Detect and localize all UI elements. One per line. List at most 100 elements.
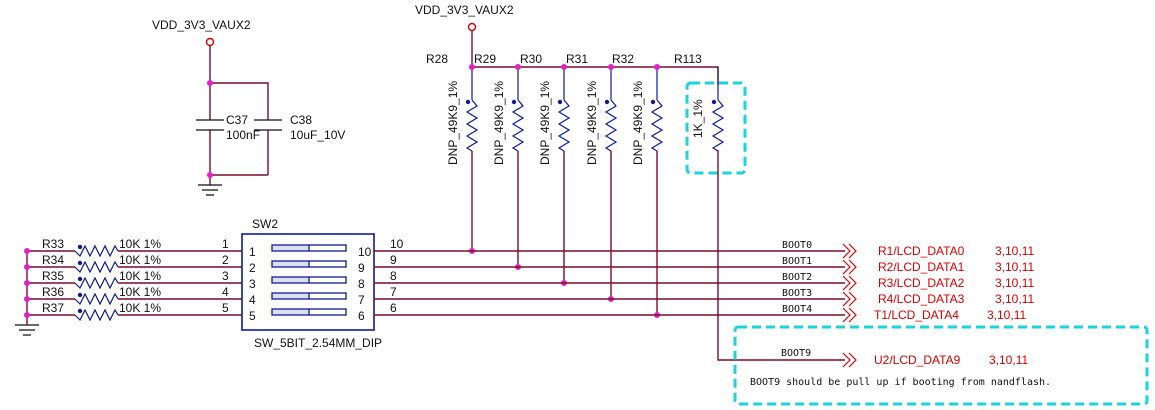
switch-pin-inner-left: 1: [249, 245, 256, 259]
pulldown-value: 10K 1%: [119, 237, 161, 251]
pullup-ref-r113: R113: [674, 52, 702, 66]
cap-ref-c37: C37: [226, 113, 248, 127]
pullup-ref-r30: R30: [520, 52, 542, 66]
pullup-resistor-r30: [557, 64, 571, 286]
capacitor-c37-symbol: [196, 119, 224, 131]
port-pages: 3,10,11: [987, 308, 1026, 322]
power-port-left: [205, 37, 215, 47]
pullup-value-r32: DNP_49K9_1%: [631, 81, 645, 165]
switch-pin-outer-left: 5: [222, 301, 229, 315]
junction-dot: [24, 312, 30, 318]
switch-actuator: [272, 261, 309, 267]
port-name: T1/LCD_DATA4: [874, 308, 959, 322]
net-name-boot9: BOOT9: [781, 348, 811, 359]
cap-value-c38: 10uF_10V: [290, 128, 345, 142]
pullup-ref-r28: R28: [426, 52, 448, 66]
pullup-resistor-r113: [711, 67, 725, 152]
switch-actuator: [272, 293, 309, 299]
offpage-port: [842, 307, 857, 323]
junction-dot: [24, 248, 30, 254]
offpage-port: [842, 275, 857, 291]
net-name: BOOT4: [782, 304, 812, 315]
r113-highlight-box: [685, 81, 747, 175]
pulldown-value: 10K 1%: [119, 301, 161, 315]
net-name: BOOT0: [782, 240, 812, 251]
port-name: R4/LCD_DATA3: [878, 292, 965, 306]
pin1-dot: [77, 244, 83, 250]
switch-actuator: [272, 309, 309, 315]
switch-pin-inner-left: 5: [249, 309, 256, 323]
resistor-zigzag: [74, 260, 119, 274]
pin1-dot: [77, 292, 83, 298]
pin1-dot: [711, 99, 717, 105]
junction-dot: [561, 64, 567, 70]
boot-net-boot3: BOOT3 R4/LCD_DATA3 3,10,11: [374, 288, 1034, 307]
power-net-label-left: VDD_3V3_VAUX2: [152, 18, 251, 32]
junction-dot: [24, 296, 30, 302]
pullup-ref-r32: R32: [612, 52, 634, 66]
junction-dot: [469, 64, 475, 70]
pullup-resistor-r28: [465, 64, 479, 254]
switch-pin-inner-left: 3: [249, 277, 256, 291]
boot9-note: BOOT9 should be pull up if booting from …: [750, 377, 1051, 388]
resistor-zigzag: [465, 99, 479, 152]
switch-pin-inner-right: 8: [358, 277, 365, 291]
resistor-zigzag: [557, 99, 571, 152]
pin1-dot: [604, 99, 610, 105]
switch-pin-outer-right: 6: [390, 301, 397, 315]
pin1-dot: [557, 99, 563, 105]
ground-symbol-caps: [198, 184, 222, 196]
resistor-zigzag: [711, 99, 725, 152]
port-pages: 3,10,11: [995, 292, 1034, 306]
resistor-zigzag: [650, 99, 664, 152]
switch-pin-outer-left: 3: [222, 269, 229, 283]
junction-dot: [654, 64, 660, 70]
port-name-boot9: U2/LCD_DATA9: [874, 353, 961, 367]
junction-dot: [207, 80, 213, 86]
port-pages: 3,10,11: [995, 276, 1034, 290]
switch-pin-outer-right: 7: [390, 285, 397, 299]
pulldown-ref: R34: [42, 253, 64, 267]
port-name: R1/LCD_DATA0: [878, 244, 965, 258]
power-port-right: [467, 22, 477, 32]
pullup-resistors: [465, 64, 725, 318]
pin1-dot: [511, 99, 517, 105]
port-pages-boot9: 3,10,11: [989, 353, 1028, 367]
port-pages: 3,10,11: [995, 260, 1034, 274]
capacitor-c38-symbol: [254, 119, 282, 131]
pullup-ref-r29: R29: [474, 52, 496, 66]
junction-dot: [24, 264, 30, 270]
cap-ref-c38: C38: [290, 113, 312, 127]
junction-dot: [608, 64, 614, 70]
resistor-zigzag: [74, 244, 119, 258]
switch-part: SW_5BIT_2.54MM_DIP: [254, 336, 382, 350]
switch-pin-inner-right: 7: [358, 293, 365, 307]
resistor-zigzag: [74, 292, 119, 306]
switch-ref: SW2: [252, 217, 278, 231]
pulldown-ref: R33: [42, 237, 64, 251]
net-name: BOOT3: [782, 288, 812, 299]
pullup-value-r28: DNP_49K9_1%: [446, 81, 460, 165]
pullup-value-r30: DNP_49K9_1%: [538, 81, 552, 165]
cap-value-c37: 100nF: [226, 128, 260, 142]
offpage-port: [842, 259, 857, 275]
switch-actuator: [272, 245, 309, 251]
power-net-label-right: VDD_3V3_VAUX2: [415, 3, 514, 17]
junction-dot: [24, 280, 30, 286]
resistor-zigzag: [74, 308, 119, 322]
